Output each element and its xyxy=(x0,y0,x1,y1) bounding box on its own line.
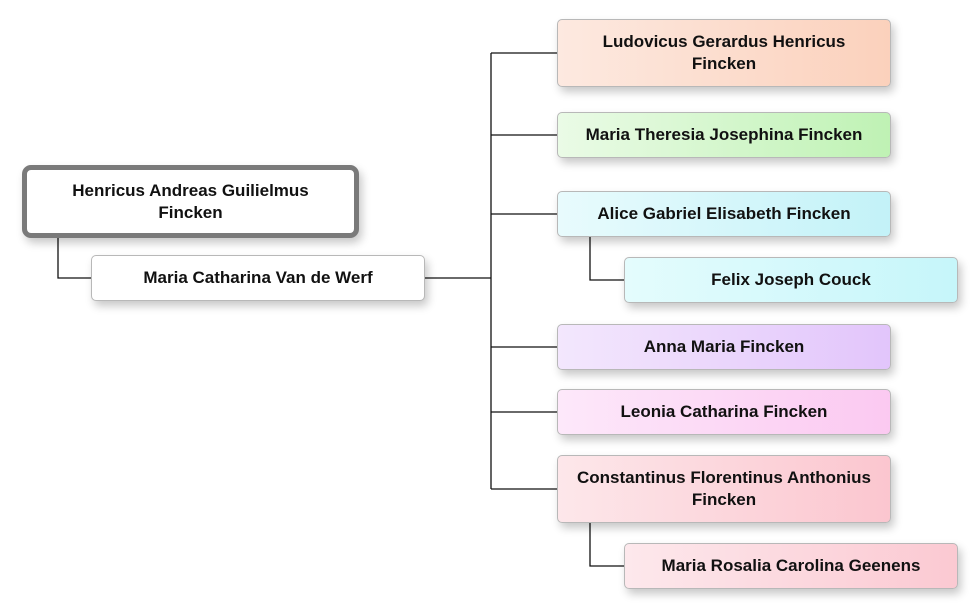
person-name: Henricus Andreas Guilielmus Fincken xyxy=(72,180,309,222)
connector-child-6-spouse xyxy=(589,523,624,567)
person-name: Alice Gabriel Elisabeth Fincken xyxy=(597,204,851,223)
connector-root-spouse xyxy=(57,238,91,279)
person-name: Felix Joseph Couck xyxy=(711,270,871,289)
person-name: Ludovicus Gerardus Henricus Fincken xyxy=(602,32,846,73)
person-name: Maria Rosalia Carolina Geenens xyxy=(661,556,921,575)
person-node-child-5[interactable]: Leonia Catharina Fincken xyxy=(557,389,891,435)
person-node-child-6-spouse[interactable]: Maria Rosalia Carolina Geenens xyxy=(624,543,958,589)
person-node-child-2[interactable]: Maria Theresia Josephina Fincken xyxy=(557,112,891,158)
person-name: Leonia Catharina Fincken xyxy=(620,402,828,421)
person-name: Maria Catharina Van de Werf xyxy=(143,268,373,287)
person-node-root[interactable]: Henricus Andreas Guilielmus Fincken xyxy=(22,165,359,238)
person-node-child-4[interactable]: Anna Maria Fincken xyxy=(557,324,891,370)
person-node-spouse[interactable]: Maria Catharina Van de Werf xyxy=(91,255,425,301)
person-node-child-3-spouse[interactable]: Felix Joseph Couck xyxy=(624,257,958,303)
connector-child-3-spouse xyxy=(589,237,624,281)
person-node-child-3[interactable]: Alice Gabriel Elisabeth Fincken xyxy=(557,191,891,237)
person-name: Constantinus Florentinus Anthonius Finck… xyxy=(576,468,871,509)
person-name: Anna Maria Fincken xyxy=(643,337,805,356)
person-node-child-6[interactable]: Constantinus Florentinus Anthonius Finck… xyxy=(557,455,891,523)
person-name: Maria Theresia Josephina Fincken xyxy=(585,125,863,144)
person-node-child-1[interactable]: Ludovicus Gerardus Henricus Fincken xyxy=(557,19,891,87)
